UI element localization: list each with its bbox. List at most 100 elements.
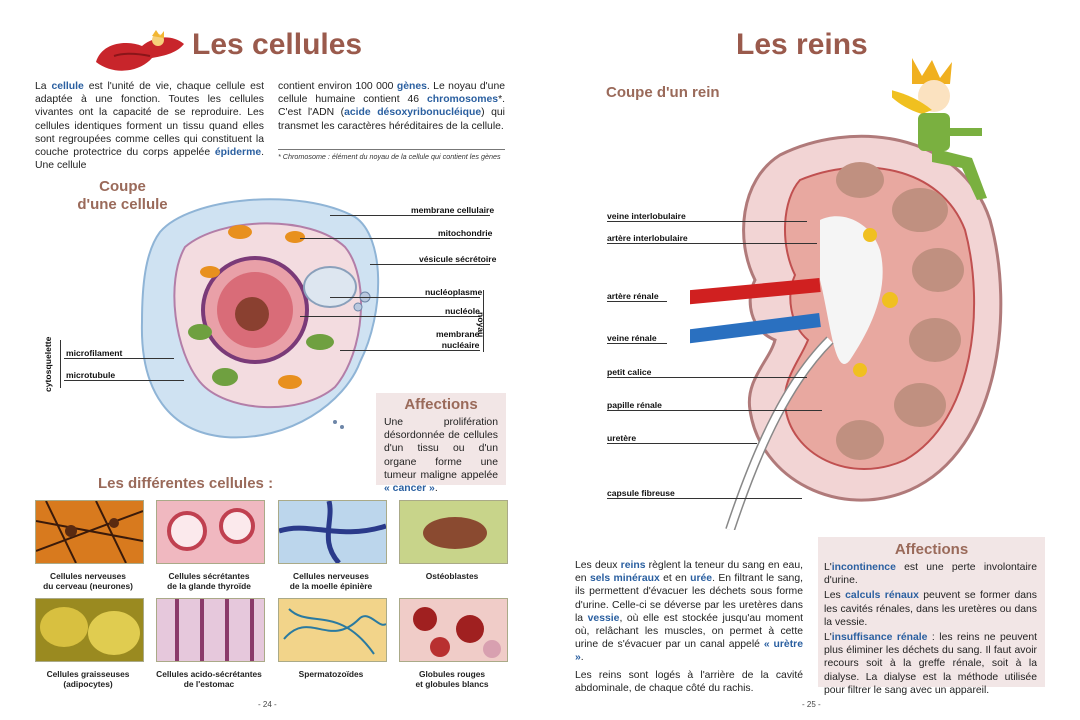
keyword: calculs rénaux [845, 590, 919, 602]
text-run: ) qui transmet les caractères héréditair… [278, 107, 505, 132]
label-cytosquelette: cytosquelette [43, 336, 53, 392]
label-veine-interlobulaire: veine interlobulaire [607, 211, 686, 221]
text-run: est une perte involontaire d'urine. [824, 562, 1037, 587]
page-right: Les reins Coupe d'un rein veine interlob… [540, 0, 1080, 720]
leader-line [607, 410, 822, 411]
cell-diagram [140, 198, 380, 439]
label-capsule-fibreuse: capsule fibreuse [607, 488, 675, 498]
thumb-thyroide [156, 500, 265, 564]
caption-line: de la moelle épinière [289, 580, 373, 591]
label-veine-renale: veine rénale [607, 333, 657, 343]
leader-line [300, 238, 490, 239]
leader-line [330, 215, 490, 216]
leader-line [607, 221, 807, 222]
label-uretere: uretère [607, 433, 637, 443]
leader-line [607, 343, 667, 344]
leader-line [64, 358, 174, 359]
caption-cell-4: Cellules graisseuses(adipocytes) [23, 669, 153, 689]
cell-types-title: Les différentes cellules : [98, 475, 274, 492]
thumb-moelle [278, 500, 387, 564]
label-line: nucléaire [441, 340, 480, 350]
text-run: : les reins ne peuvent plus éliminer les… [824, 632, 1037, 696]
section-title-cell: Coupe d'une cellule [60, 178, 185, 214]
thumb-neurones [35, 500, 144, 564]
text-run: L' [824, 632, 832, 644]
keyword: reins [620, 560, 646, 571]
caption-line: du cerveau (neurones) [43, 580, 133, 591]
label-membrane-nucleaire: membrane nucléaire [436, 329, 479, 351]
caption-cell-3: Ostéoblastes [387, 571, 517, 582]
caption-line: Spermatozoïdes [298, 669, 364, 679]
kidney-paragraph-1: Les deux reins règlent la teneur du sang… [575, 559, 803, 665]
label-nucleole: nucléole [445, 306, 480, 316]
label-vesicule: vésicule sécrétoire [419, 254, 497, 264]
label-petit-calice: petit calice [607, 367, 652, 377]
text-run: , où elle est stockée jusqu'au moment où… [575, 612, 803, 651]
keyword: cellule [51, 81, 84, 92]
footnote-divider [278, 149, 505, 150]
label-membrane-cellulaire: membrane cellulaire [411, 205, 495, 215]
thumb-acido [156, 598, 265, 662]
thumb-osteoblastes [399, 500, 508, 564]
thumb-adipocytes [35, 598, 144, 662]
thumb-globules [399, 598, 508, 662]
caption-line: de l'estomac [183, 678, 235, 689]
intro-text-col1: La cellule est l'unité de vie, chaque ce… [35, 80, 264, 172]
label-noyau: noyau [476, 312, 486, 338]
text-run: . [434, 483, 438, 495]
affections-box-right: Affections L'incontinence est une perte … [818, 537, 1045, 696]
flying-prince-illustration [96, 30, 184, 71]
leader-line [340, 350, 480, 351]
keyword: incontinence [831, 562, 896, 573]
text-run: . Une cellule [35, 147, 264, 172]
section-title-kidney: Coupe d'un rein [606, 84, 720, 101]
affection-paragraph: L'insuffisance rénale : les reins ne peu… [824, 631, 1037, 697]
label-artere-interlobulaire: artère interlobulaire [607, 233, 688, 243]
intro-text-col2: contient environ 100 000 gènes. Le noyau… [278, 80, 505, 133]
noyau-bracket [483, 290, 484, 352]
cytosquelette-bracket [60, 340, 61, 388]
caption-line: Cellules acido-sécrétantes [156, 669, 262, 679]
caption-line: Cellules nerveuses [50, 571, 126, 581]
text-run: règlent la teneur du sang en eau, en [575, 560, 803, 585]
keyword: épiderme [214, 147, 262, 159]
section-title-line2: d'une cellule [77, 196, 168, 213]
leader-line [64, 380, 184, 381]
leader-line [330, 297, 480, 298]
keyword: urée [690, 573, 713, 585]
keyword: acide désoxyribonucléique [344, 107, 482, 119]
text-run: La [35, 81, 52, 92]
keyword: insuffisance rénale [831, 632, 928, 644]
caption-line: Globules rouges [418, 669, 486, 679]
text-run: contient environ 100 000 [278, 81, 397, 92]
section-title-line1: Coupe [99, 178, 146, 195]
keyword: « urètre » [575, 639, 803, 664]
affection-paragraph: Les calculs rénaux peuvent se former dan… [824, 589, 1037, 629]
kidney-paragraph-2: Les reins sont logés à l'arrière de la c… [575, 669, 803, 694]
text-run: est l'unité de vie, chaque cellule est a… [35, 81, 264, 159]
caption-cell-6: Spermatozoïdes [266, 669, 396, 680]
text-run: et en [659, 573, 691, 585]
page-left: Les cellules La cellule est l'unité de v… [23, 28, 517, 709]
caption-line: (adipocytes) [63, 678, 113, 689]
label-line: membrane [436, 329, 480, 339]
page-title-right: Les reins [736, 28, 868, 61]
keyword: gènes [396, 81, 427, 92]
caption-line: Cellules nerveuses [293, 571, 369, 581]
affections-text: Une prolifération désordonnée de cellule… [384, 416, 498, 495]
text-run: peuvent se former dans les cavités rénal… [824, 590, 1037, 628]
label-microfilament: microfilament [66, 348, 123, 358]
label-artere-renale: artère rénale [607, 291, 659, 301]
kidney-diagram [690, 134, 1003, 530]
leader-line [607, 243, 817, 244]
text-run: *. C'est l'ADN ( [278, 94, 505, 119]
page-number-right: - 25 - [802, 700, 821, 709]
text-run: Les deux [575, 560, 621, 571]
text-run: . [580, 652, 584, 664]
footnote: * Chromosome : élément du noyau de la ce… [278, 152, 501, 161]
keyword: « cancer » [384, 483, 435, 495]
